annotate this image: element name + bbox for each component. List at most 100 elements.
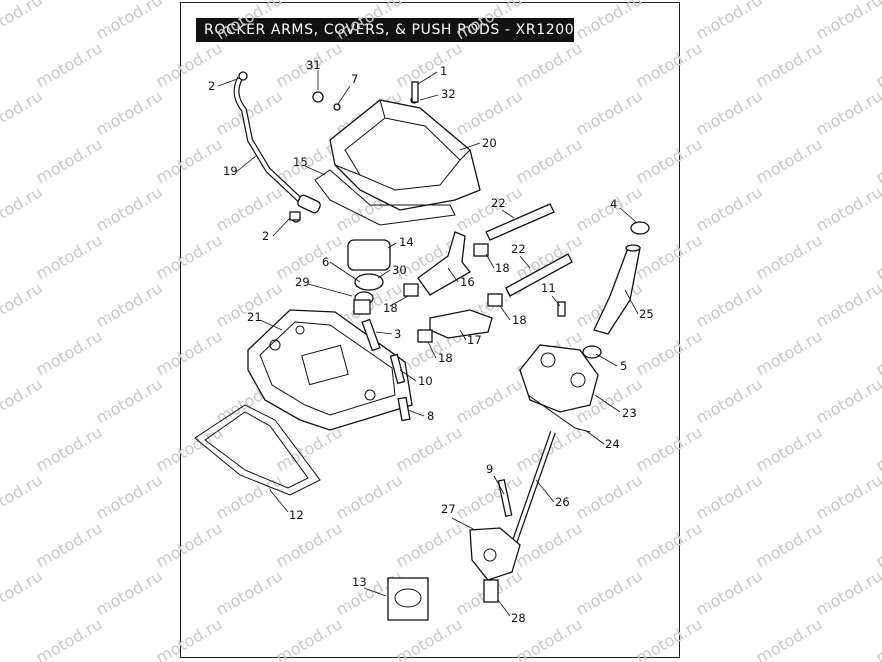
callout: 29 [295,275,310,289]
housing-gasket [194,404,321,496]
callout: 11 [541,281,556,295]
callout: 6 [322,255,329,269]
manual-kit [387,577,429,621]
lifter-assembly [469,527,521,603]
watermark-text: motod.ru [873,518,882,571]
watermark-text: motod.ru [813,86,882,139]
callout: 12 [289,508,304,522]
watermark-text: motod.ru [813,374,882,427]
watermark-text: motod.ru [453,470,526,523]
watermark-text: motod.ru [753,422,826,475]
callout: 28 [511,611,526,625]
callout: 18 [512,313,527,327]
watermark-text: motod.ru [0,182,46,235]
watermark-text: motod.ru [513,518,586,571]
watermark-text: motod.ru [813,470,882,523]
watermark-text: motod.ru [573,470,646,523]
watermark-text: motod.ru [0,0,46,43]
callout: 32 [441,87,456,101]
watermark-text: motod.ru [693,566,766,619]
watermark-text: motod.ru [33,230,106,283]
watermark-text: motod.ru [93,278,166,331]
watermark-text: motod.ru [633,614,706,662]
callout: 7 [351,72,358,86]
watermark-text: motod.ru [33,326,106,379]
callout: 18 [383,301,398,315]
watermark-text: motod.ru [213,0,286,43]
watermark-text: motod.ru [813,278,882,331]
push-rod-tube [582,221,650,359]
watermark-text: motod.ru [33,614,106,662]
watermark-text: motod.ru [33,38,106,91]
watermark-text: motod.ru [513,134,586,187]
watermark-text: motod.ru [333,470,406,523]
rocker-shafts [485,203,573,297]
diagram-title: ROCKER ARMS, COVERS, & PUSH RODS - XR120… [196,18,574,42]
watermark-text: motod.ru [873,38,882,91]
watermark-text: motod.ru [873,326,882,379]
watermark-text: motod.ru [393,518,466,571]
upper-rocker-cover [312,91,481,211]
callout: 1 [440,64,447,78]
callout: 31 [306,58,321,72]
watermark-text: motod.ru [453,0,526,43]
watermark-text: motod.ru [93,0,166,43]
watermark-text: motod.ru [573,86,646,139]
rocker-arms [417,231,493,339]
callout: 10 [418,374,433,388]
watermark-text: motod.ru [693,182,766,235]
watermark-text: motod.ru [93,182,166,235]
watermark-text: motod.ru [633,422,706,475]
watermark-text: motod.ru [273,614,346,662]
callout: 20 [482,136,497,150]
callout: 2 [208,79,215,93]
watermark-text: motod.ru [393,422,466,475]
watermark-text: motod.ru [693,374,766,427]
watermark-text: motod.ru [513,38,586,91]
watermark-text: motod.ru [873,230,882,283]
watermark-text: motod.ru [153,518,226,571]
callout: 18 [438,351,453,365]
watermark-text: motod.ru [33,518,106,571]
watermark-text: motod.ru [153,134,226,187]
callout: 2 [262,229,269,243]
watermark-text: motod.ru [213,182,286,235]
watermark-text: motod.ru [393,38,466,91]
callout: 16 [460,275,475,289]
callout: 27 [441,502,456,516]
watermark-text: motod.ru [0,566,46,619]
watermark-text: motod.ru [693,278,766,331]
watermark-text: motod.ru [93,86,166,139]
callout: 5 [620,359,627,373]
watermark-text: motod.ru [153,230,226,283]
callout: 9 [486,462,493,476]
watermark-text: motod.ru [753,326,826,379]
watermark-text: motod.ru [633,134,706,187]
watermark-text: motod.ru [33,134,106,187]
watermark-text: motod.ru [33,422,106,475]
callout: 24 [605,437,620,451]
watermark-text: motod.ru [93,374,166,427]
watermark-text: motod.ru [813,182,882,235]
watermark-text: motod.ru [273,422,346,475]
watermark-text: motod.ru [753,614,826,662]
callout: 3 [394,327,401,341]
callout: 25 [639,307,654,321]
watermark-text: motod.ru [453,374,526,427]
watermark-text: motod.ru [813,0,882,43]
watermark-text: motod.ru [513,230,586,283]
watermark-text: motod.ru [573,566,646,619]
watermark-text: motod.ru [0,470,46,523]
watermark-text: motod.ru [333,0,406,43]
leader-lines [217,70,639,617]
callout: 23 [622,406,637,420]
rocker-housing [247,309,413,431]
callout: 22 [491,196,506,210]
watermark-text: motod.ru [753,518,826,571]
cover-gasket [314,169,456,226]
watermark-text: motod.ru [873,614,882,662]
breather-valve [353,273,384,315]
watermark-text: motod.ru [273,518,346,571]
watermark-text: motod.ru [633,230,706,283]
